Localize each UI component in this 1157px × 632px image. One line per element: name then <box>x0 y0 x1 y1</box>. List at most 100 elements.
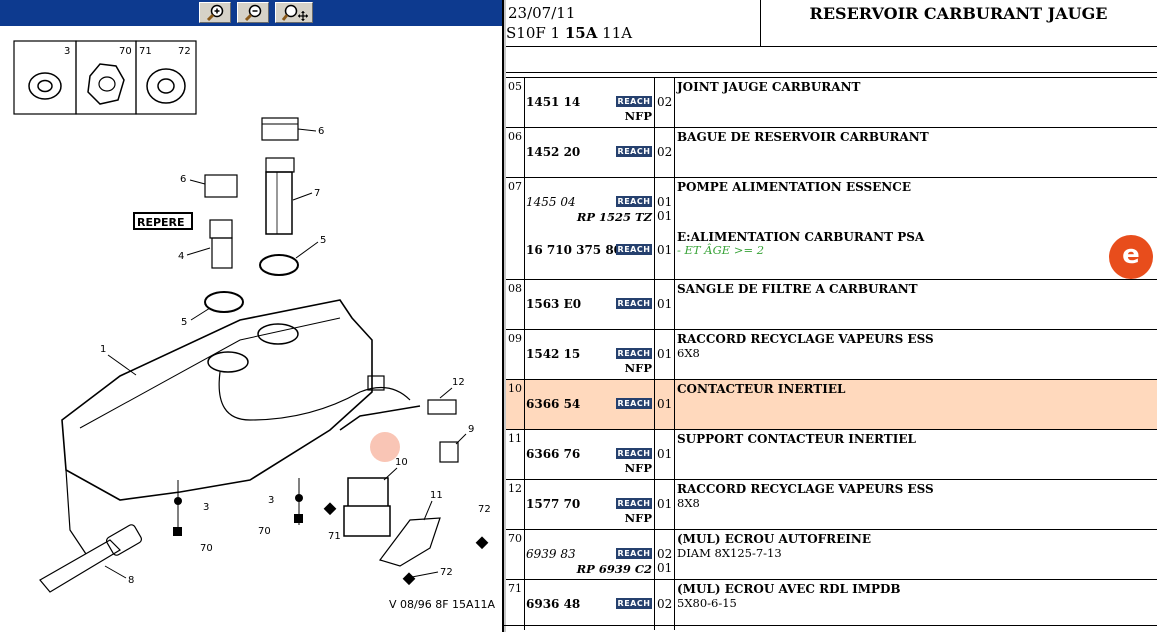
quantity: 02 <box>657 95 673 109</box>
description-cell: BAGUE DE RESERVOIR CARBURANT <box>675 128 1157 178</box>
header-info: 23/07/11 S10F 1 15A 11A <box>506 0 761 46</box>
part-reference-2[interactable]: 16 710 375 80 <box>526 243 623 257</box>
row-number: 06 <box>508 130 522 143</box>
part-reference[interactable]: 1451 14 <box>526 95 581 109</box>
quantity-cell: 02 <box>655 128 675 178</box>
parts-list-panel: 23/07/11 S10F 1 15A 11A RESERVOIR CARBUR… <box>506 0 1157 632</box>
nfp-label: NFP <box>624 511 652 525</box>
quantity-cell: 01 <box>655 480 675 530</box>
part-description: RACCORD RECYCLAGE VAPEURS ESS <box>677 482 934 496</box>
page-title: RESERVOIR CARBURANT JAUGE <box>809 4 1108 23</box>
header-code: S10F 1 15A 11A <box>506 24 633 42</box>
replacement-reference: RP 1525 TZ <box>576 210 652 224</box>
quantity: 01 <box>657 497 673 511</box>
reach-badge: REACH <box>616 298 652 309</box>
panel-divider-shadow <box>504 0 506 632</box>
part-reference[interactable]: 1542 15 <box>526 347 581 361</box>
row-number: 71 <box>508 582 522 595</box>
nfp-label: NFP <box>624 361 652 375</box>
quantity: 01 <box>657 347 673 361</box>
zoom-out-icon <box>244 4 262 22</box>
part-description: POMPE ALIMENTATION ESSENCE <box>677 180 911 194</box>
callout-5b: 5 <box>181 317 187 328</box>
part-reference[interactable]: 6936 48 <box>526 597 581 611</box>
row-number-cell: 10 <box>506 380 525 430</box>
quantity: 01 <box>657 397 673 411</box>
description-cell: JOINT JAUGE CARBURANT <box>675 78 1157 128</box>
part-reference[interactable]: 1455 04 <box>526 195 576 209</box>
callout-71b: 71 <box>328 531 341 542</box>
callout-70: 70 <box>119 46 132 57</box>
zoom-in-button[interactable] <box>199 2 231 23</box>
zoom-pan-button[interactable] <box>275 2 313 23</box>
row-number-cell: 05 <box>506 78 525 128</box>
description-cell: SUPPORT CONTACTEUR INERTIEL <box>675 430 1157 480</box>
parts-header: 23/07/11 S10F 1 15A 11A RESERVOIR CARBUR… <box>506 0 1157 47</box>
row-number: 08 <box>508 282 522 295</box>
nfp-label: NFP <box>624 109 652 123</box>
callout-72: 72 <box>178 46 191 57</box>
quantity-sub: 01 <box>657 209 673 223</box>
quantity-cell: 02 <box>655 78 675 128</box>
row-number: 09 <box>508 332 522 345</box>
header-date: 23/07/11 <box>508 4 576 22</box>
description-cell: SANGLE DE FILTRE A CARBURANT <box>675 280 1157 330</box>
e-logo-badge[interactable]: e <box>1109 235 1153 279</box>
part-reference[interactable]: 6366 54 <box>526 397 581 411</box>
callout-3: 3 <box>64 46 70 57</box>
quantity: 01 <box>657 297 673 311</box>
exploded-parts-diagram: 3 70 71 72 6 7 6 REPERE 4 5 5 <box>13 40 496 611</box>
quantity: 02 <box>657 547 673 561</box>
row-number-cell: 06 <box>506 128 525 178</box>
zoom-in-icon <box>206 4 224 22</box>
part-reference[interactable]: 1563 E0 <box>526 297 582 311</box>
row-number: 07 <box>508 180 522 193</box>
row-number-cell: 12 <box>506 480 525 530</box>
condition-note: - ET ÂGE >= 2 <box>677 243 765 257</box>
description-cell: POMPE ALIMENTATION ESSENCE E:ALIMENTATION… <box>675 178 1157 280</box>
part-reference[interactable]: 6366 76 <box>526 447 581 461</box>
callout-71: 71 <box>139 46 152 57</box>
zoom-toolbar <box>0 0 502 26</box>
callout-5a: 5 <box>320 235 326 246</box>
part-reference[interactable]: 1577 70 <box>526 497 581 511</box>
quantity-sub: 01 <box>657 561 673 575</box>
part-reference[interactable]: 6939 83 <box>526 547 576 561</box>
panel-divider <box>502 0 504 632</box>
quantity-cell: 02 <box>655 580 675 630</box>
callout-72b: 72 <box>478 504 491 515</box>
part-reference[interactable]: 1452 20 <box>526 145 581 159</box>
callout-6b: 6 <box>180 174 186 185</box>
quantity: 01 <box>657 447 673 461</box>
row-number-cell: 71 <box>506 580 525 630</box>
callout-11: 11 <box>430 490 443 501</box>
nfp-label: NFP <box>624 461 652 475</box>
callout-repere: REPERE <box>137 216 185 229</box>
row-number: 05 <box>508 80 522 93</box>
part-dimensions: 8X8 <box>677 496 700 510</box>
row-number: 10 <box>508 382 522 395</box>
zoom-out-button[interactable] <box>237 2 269 23</box>
callout-3c: 3 <box>268 495 274 506</box>
part-description-2: E:ALIMENTATION CARBURANT PSA <box>677 230 925 244</box>
zoom-pan-icon <box>281 4 308 21</box>
